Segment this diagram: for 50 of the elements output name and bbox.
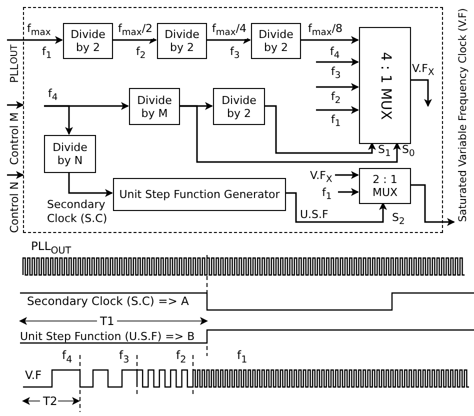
- arrow: [335, 171, 359, 179]
- arrow: [410, 79, 432, 107]
- waveform-label: Secondary Clock (S.C) => A: [27, 295, 189, 307]
- output-label: Saturated Variable Frequency Clock (V.F): [456, 8, 470, 222]
- arrow: [7, 36, 63, 44]
- multiplexer-block: 2 : 1 MUX: [359, 168, 411, 204]
- arrow: [264, 105, 376, 154]
- divider-block: Divide by 2: [251, 23, 301, 59]
- generator-block: Unit Step Function Generator: [113, 178, 286, 211]
- signal-label: f$_{2}$: [136, 46, 146, 62]
- signal-label: f$_{4}$: [330, 46, 340, 62]
- arrow: [7, 101, 24, 109]
- arrow: [44, 105, 73, 135]
- arrow: [68, 172, 113, 197]
- waveform-label: V.F: [25, 369, 42, 381]
- arrow: [410, 184, 455, 226]
- frequency-label: f$_{2}$: [176, 349, 186, 366]
- dimension-label: T2: [43, 395, 58, 407]
- frequency-label: f$_{1}$: [237, 349, 248, 366]
- dimension-label: T1: [100, 315, 114, 327]
- arrow: [316, 106, 359, 114]
- arrow: [300, 36, 359, 44]
- multiplexer-block: 4 : 1 MUX: [359, 27, 411, 144]
- arrow: [285, 192, 387, 223]
- frequency-label: f$_{4}$: [62, 349, 72, 366]
- arrow: [7, 171, 24, 179]
- divider-block: Divide by N: [44, 135, 96, 173]
- divider-block: Divide by 2: [213, 88, 265, 125]
- divider-block: Divide by M: [129, 88, 180, 125]
- pin-label: S$_{2}$: [392, 212, 405, 228]
- arrow: [179, 105, 401, 163]
- divider-block: Divide by 2: [63, 23, 113, 59]
- edge-label: f$_{max}$/4: [212, 23, 247, 40]
- signal-label: f$_{1}$: [42, 46, 52, 62]
- edge-label: V.F$_{X}$: [412, 63, 434, 80]
- input-label: Control M: [7, 112, 22, 166]
- edge-label: U.S.F: [300, 209, 328, 221]
- input-label: Control N: [7, 182, 22, 232]
- divider-block: Divide by 2: [157, 23, 207, 59]
- waveform-label: Unit Step Function (U.S.F) => B: [20, 331, 195, 343]
- edge-label: f$_{max}$/2: [118, 23, 153, 40]
- arrow: [316, 83, 359, 91]
- signal-label: f$_{3}$: [230, 46, 240, 62]
- arrow: [316, 58, 359, 66]
- arrow: [112, 36, 157, 44]
- edge-label: Secondary Clock (S.C): [47, 198, 108, 226]
- arrow: [206, 36, 251, 44]
- frequency-label: f$_{3}$: [119, 349, 130, 366]
- waveform-label: PLL$_{OUT}$: [31, 240, 72, 258]
- arrow: [338, 188, 359, 196]
